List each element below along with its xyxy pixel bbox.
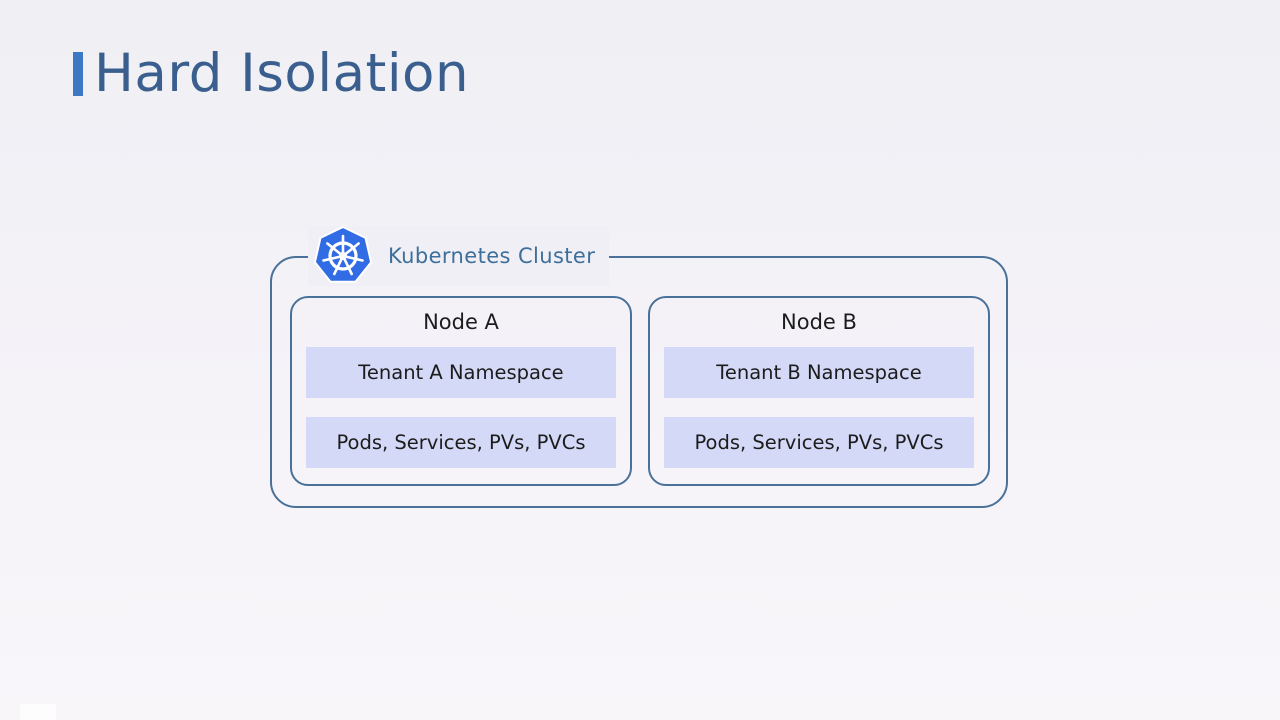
- corner-mark: [20, 704, 56, 720]
- kubernetes-cluster-frame: [270, 256, 1008, 508]
- kubernetes-helm-icon: [313, 225, 373, 283]
- title-accent-bar: [73, 52, 83, 96]
- cluster-label: Kubernetes Cluster: [388, 244, 596, 268]
- node-b-title: Node B: [781, 310, 857, 334]
- tenant-b-resources-box: Pods, Services, PVs, PVCs: [664, 417, 974, 468]
- tenant-a-namespace-box: Tenant A Namespace: [306, 347, 616, 398]
- cluster-label-group: Kubernetes Cluster: [308, 225, 610, 286]
- slide-title-group: Hard Isolation: [73, 44, 469, 104]
- node-a: Node A Tenant A Namespace Pods, Services…: [290, 296, 632, 486]
- tenant-a-resources-box: Pods, Services, PVs, PVCs: [306, 417, 616, 468]
- slide-title: Hard Isolation: [94, 43, 470, 104]
- node-b: Node B Tenant B Namespace Pods, Services…: [648, 296, 990, 486]
- node-a-title: Node A: [423, 310, 499, 334]
- tenant-b-namespace-box: Tenant B Namespace: [664, 347, 974, 398]
